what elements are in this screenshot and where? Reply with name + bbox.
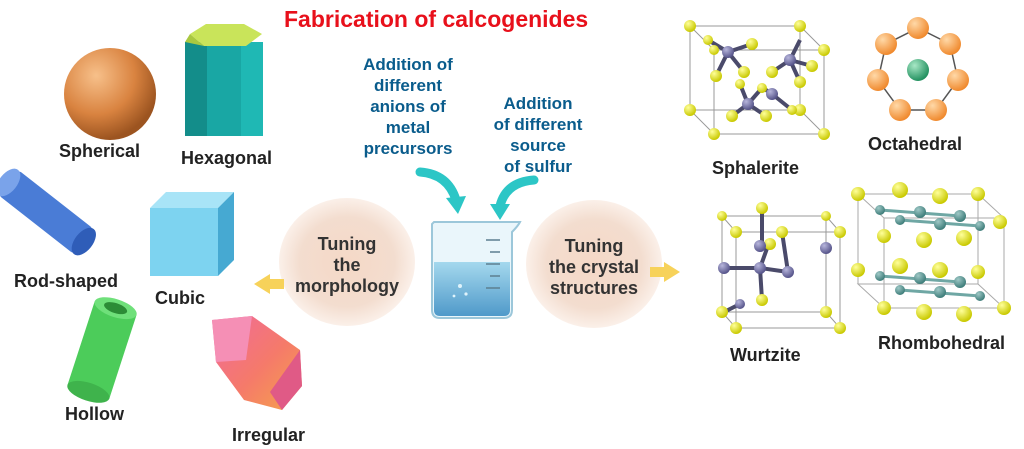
label-rhombohedral: Rhombohedral: [878, 333, 1006, 353]
teal-arrow-right: [495, 175, 539, 211]
sulfur-line-1: Addition: [503, 94, 573, 113]
crystal-blob: [526, 200, 662, 328]
label-hexagonal: Hexagonal: [181, 148, 273, 168]
octahedral-structure: [867, 17, 969, 121]
label-sphalerite: Sphalerite: [712, 158, 800, 178]
morphology-line-1: Tuning: [317, 234, 377, 254]
crystal-line-2: the crystal: [548, 257, 640, 277]
label-spherical: Spherical: [59, 141, 141, 161]
beaker-icon: [431, 221, 522, 319]
tuning-morphology-text: Tuning the morphology: [282, 234, 412, 297]
wurtzite-structure: [716, 202, 846, 334]
rod-shape: [0, 168, 96, 256]
sphere-shape: [64, 48, 156, 140]
teal-arrow-left: [415, 167, 461, 205]
right-yellow-arrow: [650, 262, 680, 282]
hexagonal-prism-shape: [185, 24, 263, 136]
label-wurtzite: Wurtzite: [730, 345, 801, 365]
sulfur-line-4: of sulfur: [504, 157, 572, 176]
label-octahedral: Octahedral: [868, 134, 963, 154]
sulfur-line-2: of different: [493, 115, 583, 134]
crystal-line-3: structures: [549, 278, 639, 298]
anions-line-5: precursors: [363, 139, 453, 158]
anions-line-2: different: [374, 76, 442, 95]
crystal-line-1: Tuning: [564, 236, 624, 256]
anions-line-1: Addition of: [363, 55, 453, 74]
hollow-cylinder-shape: [67, 297, 137, 403]
sphalerite-structure: [684, 20, 830, 140]
irregular-shape: [212, 316, 302, 410]
morphology-line-2: the: [333, 255, 361, 275]
sulfur-addition-text: Addition of different source of sulfur: [478, 93, 598, 177]
anions-line-4: metal: [385, 118, 431, 137]
sulfur-line-3: source: [510, 136, 566, 155]
anions-line-3: anions of: [370, 97, 446, 116]
anions-addition-text: Addition of different anions of metal pr…: [338, 54, 478, 159]
cube-shape: [150, 192, 234, 276]
label-rod-shaped: Rod-shaped: [14, 271, 119, 291]
morphology-line-3: morphology: [295, 276, 399, 296]
morphology-blob: [279, 198, 415, 326]
left-yellow-arrow: [254, 274, 284, 294]
tuning-crystal-text: Tuning the crystal structures: [529, 236, 659, 299]
label-irregular: Irregular: [232, 425, 306, 445]
label-cubic: Cubic: [155, 288, 206, 308]
label-hollow: Hollow: [65, 404, 124, 424]
rhombohedral-structure: [851, 182, 1011, 322]
diagram-title: Fabrication of calcogenides: [284, 6, 589, 32]
